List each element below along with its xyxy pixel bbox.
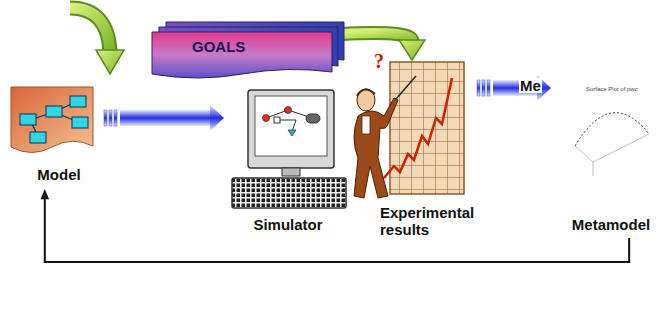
stage-caption: Experimental results <box>380 204 480 239</box>
stage-node: Metamodel <box>553 80 665 238</box>
goals-banner-node: GOALS <box>150 20 348 80</box>
stage-node: Experimental results <box>328 58 473 248</box>
green-curved-arrow <box>70 8 124 74</box>
truncated-label: Me <box>519 78 542 93</box>
goals-banner <box>150 20 348 80</box>
surface-plot-icon <box>553 80 665 220</box>
plot-title: Surface Plot of pwc <box>586 86 638 92</box>
stage-node: Model <box>8 84 100 188</box>
stage-caption: Metamodel <box>563 216 659 233</box>
question-mark: ? <box>374 50 384 73</box>
computer-icon <box>226 88 350 212</box>
banner-title: GOALS <box>192 38 282 55</box>
results-chart-icon <box>328 58 473 208</box>
stage-caption: Simulator <box>240 216 336 233</box>
flow-arrow <box>104 105 224 131</box>
stage-caption: Model <box>24 166 94 183</box>
model-icon <box>8 84 100 164</box>
presenter-figure <box>354 76 416 198</box>
stage-node: Simulator <box>226 88 350 237</box>
flow-arrow <box>477 75 551 101</box>
